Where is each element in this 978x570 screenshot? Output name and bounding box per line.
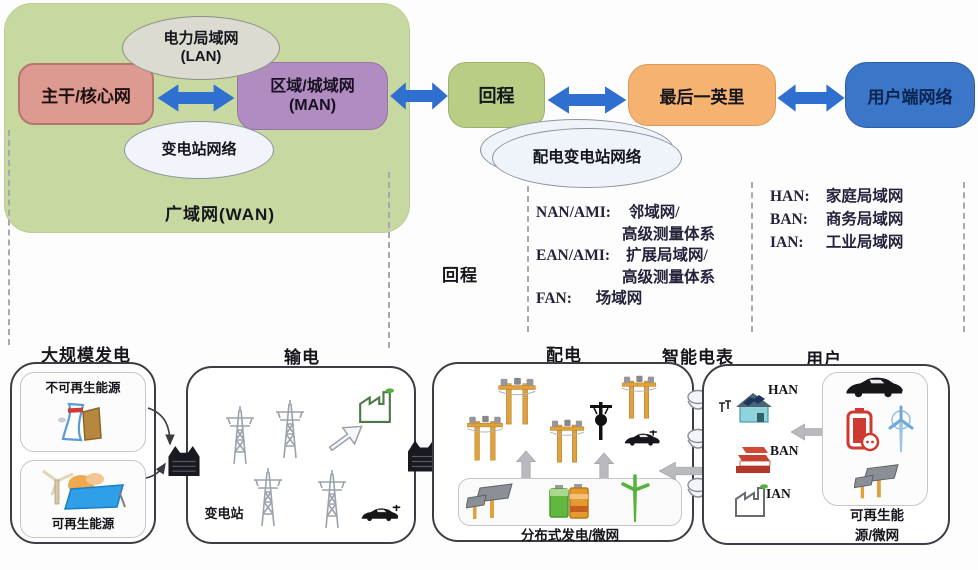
last-mile-label: 最后一英里	[659, 87, 745, 107]
generation-box: 不可再生能源 可再生能源	[10, 362, 156, 544]
double-arrow-core-man-icon	[157, 84, 235, 112]
man-label-line1: 区域/城域网	[270, 77, 355, 95]
han-house-icon	[736, 393, 772, 423]
core-network-node: 主干/核心网	[18, 63, 154, 125]
blue-turbine-icon	[888, 405, 914, 452]
legend-ean-name: 扩展局域网/	[625, 247, 708, 264]
dashed-line-right	[963, 182, 965, 332]
output-arrow-icon	[328, 425, 363, 452]
power-lan-line2: (LAN)	[180, 48, 222, 65]
substation-network-ellipse: 变电站网络	[124, 121, 274, 179]
ev-car-icon	[624, 430, 660, 446]
substation-icon	[167, 445, 201, 477]
legend-ian-line: IAN: 工业局域网	[770, 230, 903, 252]
utility-pole-icon	[549, 419, 585, 463]
meter-section-label: 智能电表	[662, 348, 734, 367]
core-network-label: 主干/核心网	[41, 86, 131, 106]
han-label: HAN	[768, 382, 798, 397]
solar-panel-icon	[854, 464, 899, 499]
legend-ean-line: EAN/AMI: 扩展局域网/	[536, 243, 708, 265]
ev-charging-icon	[361, 504, 401, 522]
green-turbine-icon	[621, 474, 650, 522]
backhaul-section-label: 回程	[442, 266, 478, 285]
dashed-line-left	[8, 130, 10, 345]
legend-ban-abbr: BAN:	[770, 211, 808, 228]
legend-ban-name: 商务局域网	[825, 211, 904, 228]
dashed-line-lastmile	[751, 182, 753, 332]
distribution-section-label: 配电	[546, 346, 582, 365]
legend-han-name: 家庭局域网	[825, 188, 904, 205]
substation-label: 变电站	[204, 506, 244, 521]
utility-pole-icon	[498, 377, 536, 425]
dashed-line-wan-right	[388, 172, 390, 348]
man-label-line2: (MAN)	[288, 97, 337, 114]
transmission-tower-icon	[275, 399, 305, 459]
solar-panel-icon	[466, 483, 513, 519]
renewable-box: 可再生能源	[20, 460, 146, 538]
legend-han-abbr: HAN:	[770, 188, 810, 205]
utility-pole-icon	[621, 375, 657, 419]
customer-network-label: 用户端网络	[867, 87, 953, 107]
legend-han-line: HAN: 家庭局域网	[770, 184, 903, 206]
legend-ean-line2: 高级测量体系	[622, 269, 716, 286]
legend-nan-line: NAN/AMI: 邻域网/	[536, 200, 680, 222]
power-lan-line1: 电力局域网	[163, 30, 239, 47]
legend-nan-name: 邻域网/	[628, 204, 680, 221]
backhaul-node: 回程	[448, 62, 545, 128]
man-node: 区域/城域网 (MAN)	[237, 62, 388, 130]
legend-fan-name: 场域网	[595, 290, 643, 307]
pole-transformer-icon	[590, 402, 612, 440]
battery-storage-icon	[549, 484, 589, 519]
legend-ban-line: BAN: 商务局域网	[770, 207, 903, 229]
power-plant-icon	[58, 402, 102, 442]
dist-substation-ellipse: 配电变电站网络	[492, 128, 682, 188]
renewable-label: 可再生能源	[51, 517, 115, 531]
last-mile-node: 最后一英里	[628, 64, 776, 126]
antenna-icon	[719, 400, 731, 412]
transmission-section-label: 输电	[284, 348, 320, 367]
transmission-tower-icon	[253, 467, 283, 527]
dashed-line-backhaul	[527, 186, 529, 332]
transmission-tower-icon	[225, 405, 255, 465]
ev-battery-icon	[846, 408, 880, 452]
ban-building-icon	[736, 447, 771, 473]
ian-label: IAN	[766, 486, 791, 501]
legend-fan-line: FAN: 场域网	[536, 286, 642, 308]
legend-ean-abbr: EAN/AMI:	[536, 247, 611, 264]
legend-nan-line2: 高级测量体系	[622, 226, 716, 243]
dist-substation-label: 配电变电站网络	[532, 148, 642, 166]
backhaul-node-label: 回程	[478, 86, 515, 106]
wan-label: 广域网(WAN)	[165, 205, 275, 224]
user-renewable-line1: 可再生能	[850, 508, 904, 523]
user-renewable-line2: 源/微网	[854, 528, 900, 544]
legend-ian-abbr: IAN:	[770, 234, 804, 251]
ban-label: BAN	[770, 443, 799, 458]
ian-factory-icon	[735, 484, 769, 517]
renewable-energy-icon	[42, 469, 126, 510]
double-arrow-man-backhaul-icon	[390, 82, 448, 110]
nonrenewable-label: 不可再生能源	[45, 381, 121, 395]
transmission-tower-icon	[317, 469, 347, 529]
legend-nan-abbr: NAN/AMI:	[536, 204, 611, 221]
power-lan-ellipse: 电力局域网 (LAN)	[122, 16, 280, 80]
microgrid-label: 分布式发电/微网	[520, 528, 620, 543]
user-renewable-label: 可再生能 源/微网	[834, 506, 920, 547]
substation-network-label: 变电站网络	[161, 141, 237, 158]
legend-fan-abbr: FAN:	[536, 290, 572, 307]
generation-section-label: 大规模发电	[41, 346, 131, 365]
double-arrow-backhaul-lastmile-icon	[547, 86, 627, 114]
legend-ian-name: 工业局域网	[825, 234, 904, 251]
customer-network-node: 用户端网络	[845, 62, 975, 128]
nonrenewable-box: 不可再生能源	[20, 372, 146, 452]
ev-car-icon	[846, 377, 903, 398]
double-arrow-lastmile-customer-icon	[777, 84, 845, 112]
